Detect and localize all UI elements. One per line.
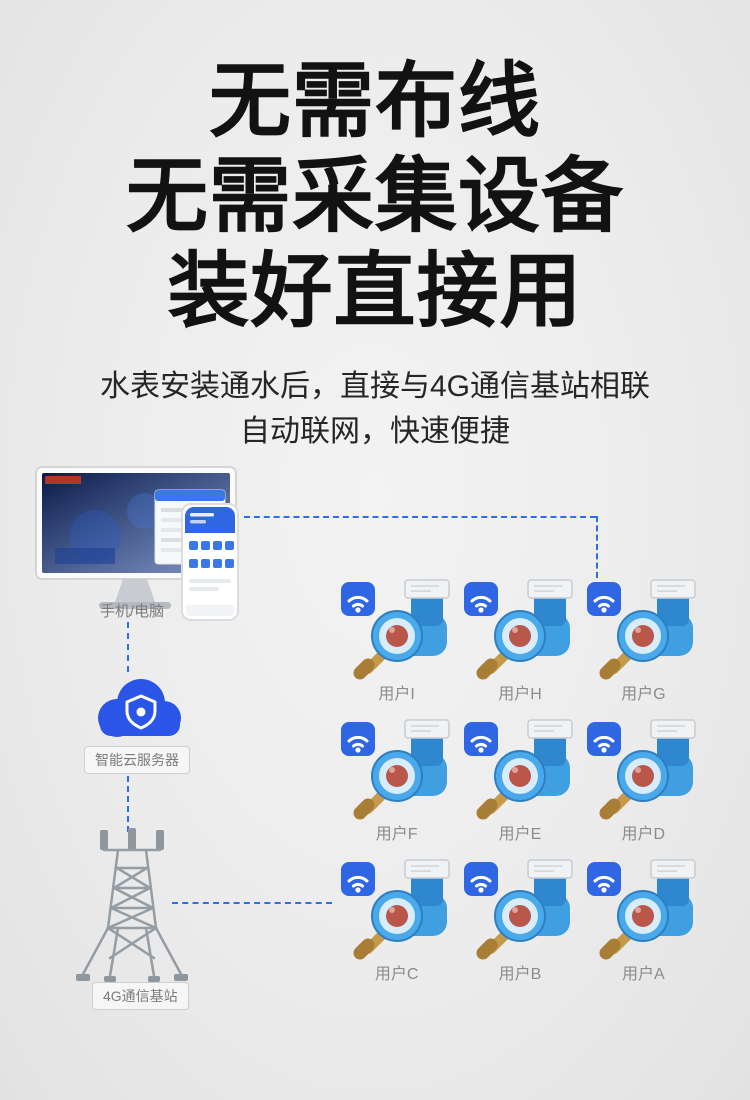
link-devices-to-meters-h bbox=[244, 516, 596, 518]
wifi-icon bbox=[463, 862, 498, 896]
wifi-icon bbox=[463, 722, 498, 756]
meter-cell: 用户A bbox=[587, 856, 699, 996]
wifi-icon bbox=[587, 722, 622, 756]
meter-cell: 用户C bbox=[340, 856, 453, 996]
headline-line-2: 无需采集设备 bbox=[125, 151, 624, 243]
subtitle: 水表安装通水后，直接与4G通信基站相联 自动联网，快速便捷 bbox=[0, 364, 750, 454]
meter-user-label: 用户E bbox=[498, 826, 542, 843]
shield-icon bbox=[125, 694, 157, 730]
subtitle-line-2: 自动联网，快速便捷 bbox=[240, 415, 510, 448]
headline-line-3: 装好直接用 bbox=[167, 246, 583, 338]
meter-user-label: 用户G bbox=[621, 686, 666, 703]
meter-user-label: 用户A bbox=[621, 966, 665, 983]
phone-illustration bbox=[181, 503, 239, 621]
subtitle-line-1: 水表安装通水后，直接与4G通信基站相联 bbox=[99, 370, 651, 403]
meter-cell: 用户I bbox=[340, 576, 453, 716]
cloud-label: 智能云服务器 bbox=[84, 746, 190, 774]
headline-line-1: 无需布线 bbox=[208, 56, 541, 147]
meter-cell: 用户F bbox=[340, 716, 453, 856]
wifi-icon bbox=[340, 722, 375, 756]
meter-user-label: 用户B bbox=[498, 966, 542, 983]
cloud-server-icon bbox=[98, 679, 181, 737]
water-meter-icon bbox=[340, 859, 450, 960]
water-meter-icon bbox=[463, 579, 573, 680]
meter-user-label: 用户C bbox=[374, 966, 419, 983]
wifi-icon bbox=[587, 862, 622, 896]
wifi-icon bbox=[340, 582, 375, 616]
meter-cell: 用户G bbox=[587, 576, 699, 716]
link-devices-to-meters-v bbox=[596, 516, 598, 578]
meter-user-label: 用户D bbox=[621, 826, 666, 843]
devices-label: 手机/电脑 bbox=[100, 603, 165, 620]
water-meter-icon bbox=[587, 579, 697, 680]
water-meter-icon bbox=[463, 859, 573, 960]
meter-cell: 用户B bbox=[463, 856, 576, 996]
water-meter-icon bbox=[340, 719, 450, 820]
meter-cell: 用户E bbox=[463, 716, 576, 856]
meter-grid: 用户I bbox=[335, 576, 705, 996]
water-meter-icon bbox=[463, 719, 573, 820]
link-tower-to-meters bbox=[172, 902, 332, 904]
meter-user-label: 用户F bbox=[375, 826, 418, 843]
meter-user-label: 用户H bbox=[498, 686, 542, 703]
wifi-icon bbox=[463, 582, 498, 616]
wifi-icon bbox=[340, 862, 375, 896]
water-meter-icon bbox=[587, 859, 697, 960]
tower-label: 4G通信基站 bbox=[92, 982, 189, 1010]
tower-illustration bbox=[76, 828, 188, 982]
water-meter-icon bbox=[587, 719, 697, 820]
wifi-icon bbox=[587, 582, 622, 616]
water-meter-icon bbox=[340, 579, 450, 680]
meter-user-label: 用户I bbox=[378, 686, 415, 703]
link-devices-to-cloud bbox=[127, 622, 129, 672]
link-cloud-to-tower bbox=[127, 776, 129, 832]
meter-cell: 用户D bbox=[587, 716, 699, 856]
headline: 无需布线 无需采集设备 装好直接用 bbox=[0, 54, 750, 339]
meter-cell: 用户H bbox=[463, 576, 576, 716]
